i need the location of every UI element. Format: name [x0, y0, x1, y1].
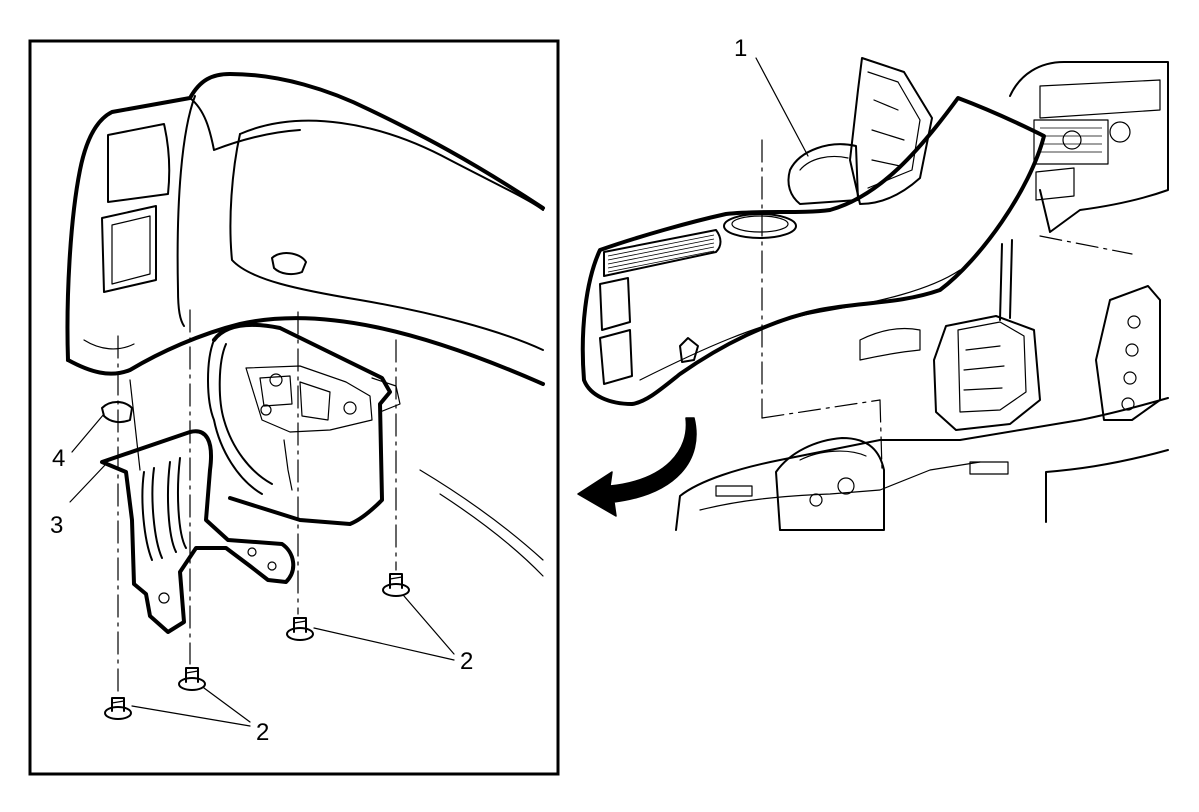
instrument-panel	[1009, 61, 1169, 233]
vehicle-overview: 1	[580, 35, 1169, 531]
console-assembly	[580, 57, 1046, 406]
detail-view-panel: 4 3 2 2	[28, 39, 560, 776]
callout-2-upper: 2	[460, 648, 473, 675]
console-inner-bracket	[207, 322, 401, 526]
leader-lines-detail	[69, 413, 455, 727]
screw-icon	[286, 617, 314, 641]
screw-icon	[178, 667, 206, 691]
callout-2-lower: 2	[256, 719, 269, 746]
overview-alignment-lines	[761, 139, 1133, 471]
floor-mechanism	[675, 239, 1169, 531]
callout-4: 4	[52, 445, 65, 472]
callout-1: 1	[734, 35, 747, 62]
curved-arrow-left-icon	[577, 417, 697, 517]
screw-icon	[382, 573, 410, 597]
front-bracket	[100, 429, 296, 634]
callout-3: 3	[50, 512, 63, 539]
detail-frame	[28, 39, 560, 776]
console-underside	[65, 72, 545, 386]
fastener-alignment-lines	[117, 309, 397, 695]
leader-line-1	[755, 57, 809, 157]
screw-icon	[104, 697, 132, 720]
retainer-clip	[101, 401, 133, 424]
